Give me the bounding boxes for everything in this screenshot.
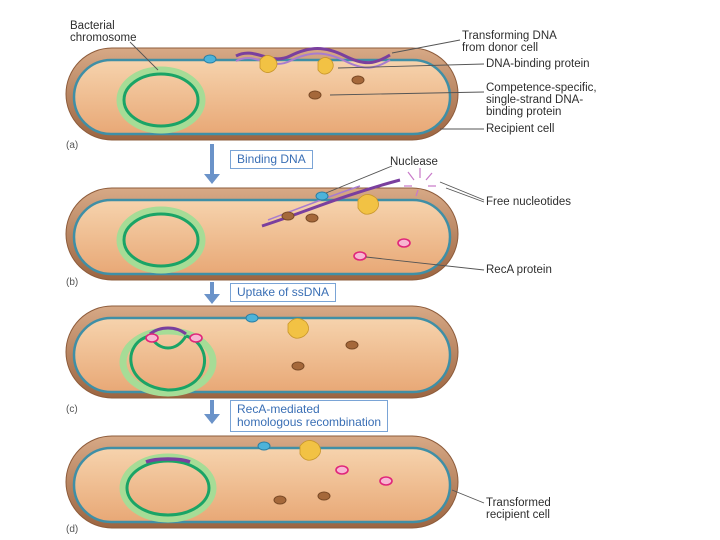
transforming-dna-label: Transforming DNA from donor cell [462,30,557,54]
dna-binding-protein-icon [317,57,334,75]
step-reca-recombination: RecA-mediated homologous recombination [230,400,389,432]
recipient-cell-label: Recipient cell [486,123,555,135]
competence-protein-icon [345,340,359,350]
nuclease-icon [245,313,259,323]
competence-protein-icon [308,90,322,100]
panel-label-a: (a) [66,140,79,151]
reca-protein-icon [379,476,393,486]
panel-b-leader-lines [325,165,485,271]
competence-protein-label: Competence-specific, single-strand DNA- … [486,82,597,118]
competence-protein-icon [281,211,295,221]
dna-binding-protein-icon [259,55,278,73]
nuclease-icon [203,54,217,64]
dna-binding-protein-icon [357,194,379,215]
competence-protein-icon [351,75,365,85]
free-nucleotides-label: Free nucleotides [486,196,572,208]
panel-label-b: (b) [66,277,79,288]
panel-d-cell [65,435,459,529]
panel-label-d: (d) [66,524,79,535]
transformed-cell-label: Transformed recipient cell [486,497,551,521]
reca-protein-icon [353,251,367,261]
reca-protein-icon [189,333,203,343]
panel-b-cell [65,187,459,281]
competence-protein-icon [305,213,319,223]
dna-binding-protein-label: DNA-binding protein [486,58,590,70]
step-arrow-3 [204,400,220,424]
step-arrow-1 [204,144,220,184]
competence-protein-icon [273,495,287,505]
nuclease-icon [257,441,271,451]
reca-protein-label: RecA protein [486,264,552,276]
ssdna-strand [261,178,401,228]
panel-c-cell [65,305,459,399]
panel-d-leader-lines [451,489,485,504]
step-uptake-ssdna: Uptake of ssDNA [230,283,337,302]
dna-binding-protein-icon [299,440,321,461]
step-arrow-2 [204,282,220,304]
reca-protein-icon [397,238,411,248]
ssdna-strand [267,185,361,221]
bacterial-chromosome-label: Bacterial chromosome [70,20,137,44]
nuclease-label: Nuclease [390,156,438,168]
dna-binding-protein-icon [287,318,309,339]
competence-protein-icon [317,491,331,501]
nuclease-icon [315,191,329,201]
panel-a-leader-lines [129,39,485,130]
competence-protein-icon [291,361,305,371]
reca-protein-icon [335,465,349,475]
panel-label-c: (c) [66,404,78,415]
free-nucleotides-icon [404,168,436,197]
step-binding-dna: Binding DNA [230,150,313,169]
reca-protein-icon [145,333,159,343]
